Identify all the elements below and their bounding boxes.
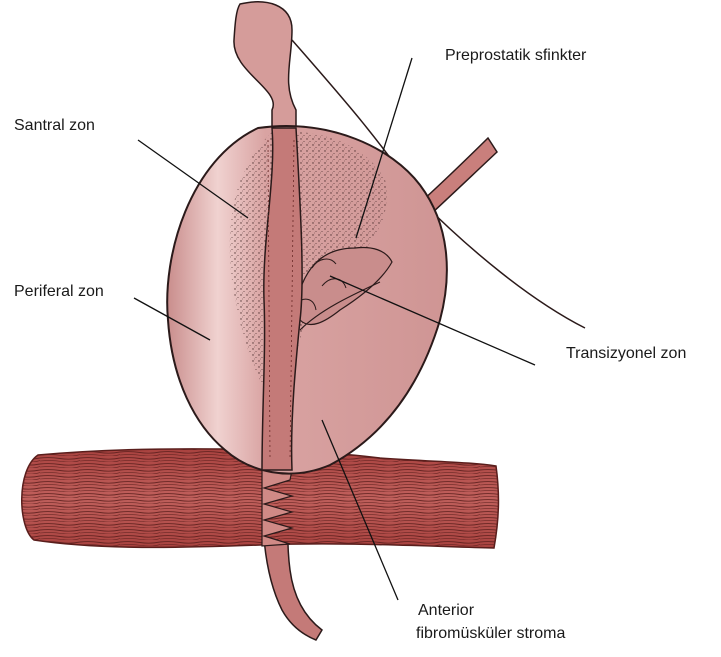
label-peripheral-zone: Periferal zon: [14, 282, 104, 302]
label-transition-zone: Transizyonel zon: [566, 344, 686, 364]
label-central-zone: Santral zon: [14, 116, 95, 136]
label-anterior-stroma-line1: Anterior: [418, 601, 474, 621]
label-preprostatic-sphincter: Preprostatik sfinkter: [445, 46, 586, 66]
bladder-neck: [234, 2, 296, 128]
label-anterior-stroma-line2: fibromüsküler stroma: [416, 624, 565, 644]
